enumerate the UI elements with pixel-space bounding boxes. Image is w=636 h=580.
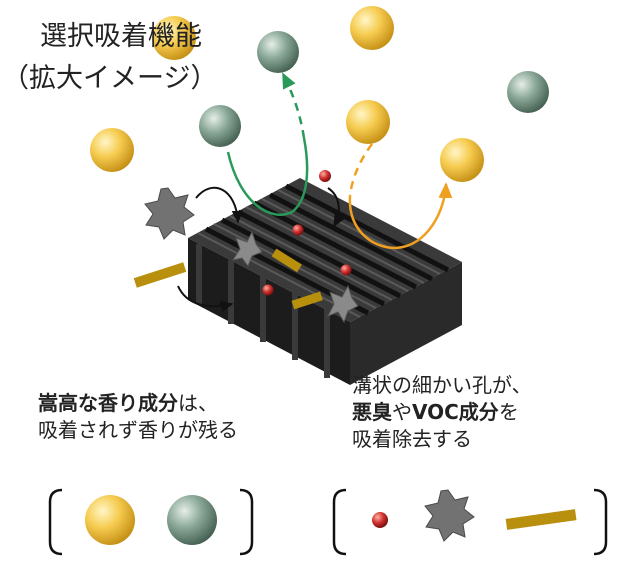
fragrance-molecule-green-1 <box>257 31 299 73</box>
fragrance-molecule-yellow-5 <box>440 138 484 182</box>
adsorbed-star-molecule-2 <box>326 284 359 324</box>
voc-rod-floating <box>133 262 187 288</box>
block-front-ribs <box>196 244 330 378</box>
bulky-fragrance-label: 嵩高な香り成分 <box>38 391 178 415</box>
malodor-star-molecule-floating <box>144 187 195 240</box>
legend-fragrance-molecule-green <box>167 495 217 545</box>
left-caption: 嵩高な香り成分は、 吸着されず香りが残る <box>38 390 238 444</box>
green-arrow-dashed <box>281 72 306 139</box>
right-caption-line-2: 悪臭やVOC成分を <box>352 400 519 424</box>
fragrance-molecule-green-3 <box>507 71 549 113</box>
legend-malodor-molecule-red <box>372 512 388 528</box>
legend-left-brackets <box>48 488 254 556</box>
adsorbed-red-molecule-3 <box>262 284 274 296</box>
adsorbed-voc-rod-1 <box>271 248 302 273</box>
left-caption-line-2: 吸着されず香りが残る <box>38 418 238 442</box>
green-arrow-solid <box>226 137 309 216</box>
right-caption-line-3: 吸着除去する <box>352 427 472 451</box>
orange-arrow-solid <box>348 182 453 250</box>
fragrance-molecule-yellow-1 <box>152 16 196 60</box>
right-caption-line-1: 溝状の細かい孔が、 <box>352 373 532 397</box>
black-arrow-rod <box>177 285 234 312</box>
voc-label: VOC成分 <box>412 400 499 424</box>
right-caption: 溝状の細かい孔が、 悪臭やVOC成分を 吸着除去する <box>352 372 532 453</box>
black-arrow-star <box>195 186 243 224</box>
legend-fragrance-molecule-yellow <box>85 495 135 545</box>
legend-right-brackets <box>332 488 608 556</box>
malodor-molecule-red-floating <box>319 170 331 182</box>
adsorbed-voc-rod-2 <box>291 291 323 310</box>
adsorbed-star-molecule-1 <box>231 230 263 268</box>
fragrance-molecule-green-2 <box>199 105 241 147</box>
malodor-label: 悪臭 <box>352 400 392 424</box>
diagram-subtitle: （拡大イメージ） <box>2 63 218 94</box>
black-arrow-red <box>327 187 345 228</box>
fragrance-molecule-yellow-2 <box>350 6 394 50</box>
legend-malodor-star-molecule <box>424 489 475 542</box>
left-caption-line-1: 嵩高な香り成分は、 <box>38 391 218 415</box>
fragrance-molecule-yellow-3 <box>90 128 134 172</box>
legend-voc-rod <box>505 509 577 530</box>
groove-lines <box>204 183 450 316</box>
orange-arrow-dashed <box>348 143 374 197</box>
adsorbed-red-molecule-1 <box>292 224 304 236</box>
fragrance-molecule-yellow-4 <box>346 100 390 144</box>
diagram-title: 選択吸着機能 <box>40 21 202 52</box>
adsorbed-red-molecule-2 <box>340 264 352 276</box>
